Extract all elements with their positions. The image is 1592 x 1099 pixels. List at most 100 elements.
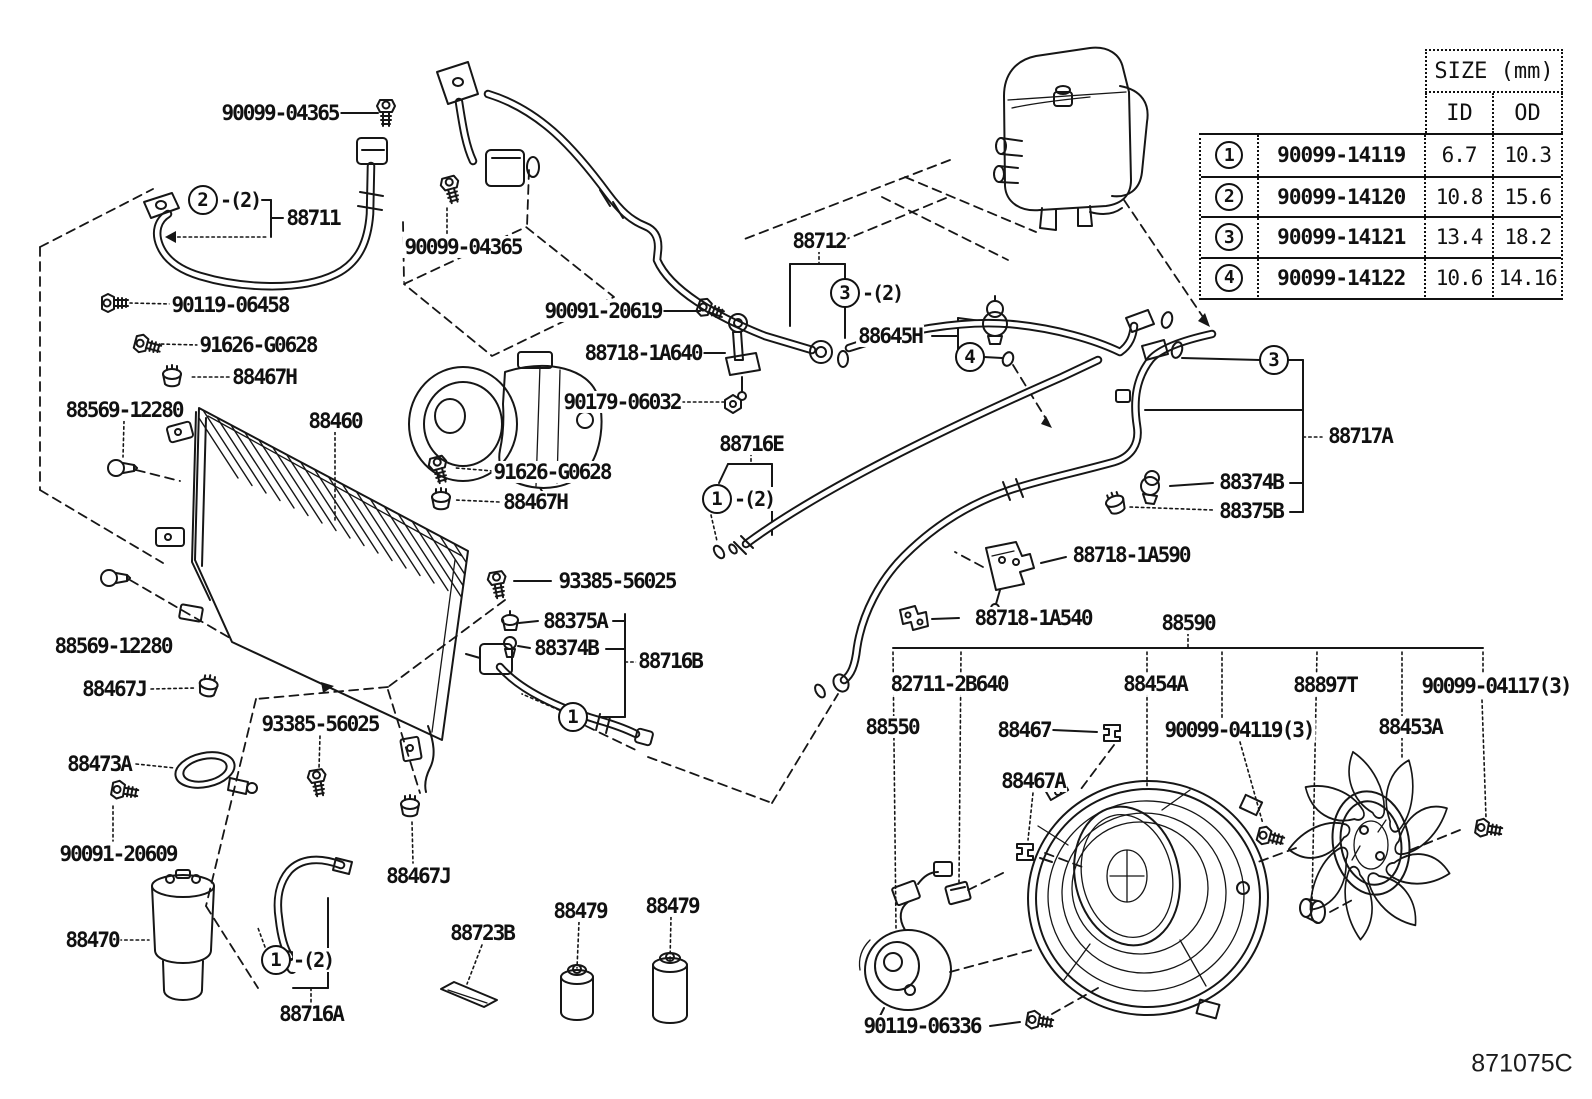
callout-quantity: -(2) (293, 948, 335, 972)
callout-circle: 3 (830, 278, 860, 308)
part-label: 88718-1A640 (582, 340, 704, 365)
row-callout: 3 (1201, 218, 1259, 257)
size-callout-3: 3-(2) (830, 278, 904, 308)
part-label: 88569-12280 (52, 633, 174, 658)
size-callout-4: 4 (955, 342, 985, 372)
part-label: 91626-G0628 (491, 459, 613, 484)
part-label: 88717A (1326, 423, 1394, 448)
suction-hose-drawing (436, 61, 849, 368)
row-part-number: 90099-14119 (1259, 135, 1426, 176)
part-label: 88645H (856, 323, 924, 348)
part-label: 88470 (63, 927, 121, 952)
fan-shroud-drawing (1027, 776, 1269, 1020)
callout-circle: 4 (955, 342, 985, 372)
part-label: 88479 (551, 898, 609, 923)
part-label: 88479 (643, 893, 701, 918)
part-label: 88467 (995, 717, 1053, 742)
row-od-value: 15.6 (1504, 184, 1552, 209)
size-table-col-od: OD (1494, 93, 1563, 133)
cap-drawings (560, 952, 688, 1024)
row-part-number: 90099-14122 (1259, 258, 1426, 297)
part-label: 90099-04119(3) (1162, 717, 1316, 742)
callout-circle: 1 (261, 945, 291, 975)
part-label: 88718-1A590 (1070, 542, 1192, 567)
part-label: 88375A (541, 608, 609, 633)
row-od-value: 14.16 (1498, 265, 1558, 290)
part-label: 90099-04117(3) (1419, 673, 1573, 698)
part-label: 88473A (65, 751, 133, 776)
part-label: 88716A (277, 1001, 345, 1026)
row-id-value: 6.7 (1426, 135, 1495, 176)
row-id-value: 10.6 (1426, 258, 1495, 297)
row-callout: 2 (1201, 177, 1259, 216)
part-label: 82711-2B640 (888, 671, 1010, 696)
fan-blade-drawing (1287, 750, 1454, 943)
part-label: 90119-06336 (861, 1013, 983, 1038)
part-label: 88467H (230, 364, 298, 389)
part-label: 88716E (717, 431, 785, 456)
part-label: 88467A (999, 768, 1067, 793)
part-label: 90179-06032 (561, 389, 683, 414)
row-id-value: 13.4 (1426, 218, 1495, 257)
part-label: 90099-04365 (402, 234, 524, 259)
size-callout-1: 1 (558, 702, 588, 732)
part-label: 88590 (1159, 610, 1217, 635)
size-table-title: SIZE (mm) (1425, 49, 1563, 93)
row-part-number: 90099-14120 (1259, 177, 1426, 216)
condenser-drawing (155, 407, 469, 793)
part-label: 88718-1A540 (972, 605, 1094, 630)
callout-circle: 2 (188, 185, 218, 215)
part-label: 90099-04365 (219, 100, 341, 125)
size-callout-3: 3 (1259, 345, 1289, 375)
callout-circle: 3 (1259, 345, 1289, 375)
part-label: 88374B (1217, 469, 1285, 494)
callout-circle: 1 (558, 702, 588, 732)
drawing-number: 871075C (1471, 1049, 1573, 1078)
callout-quantity: -(2) (734, 487, 776, 511)
part-label: 88716B (636, 648, 704, 673)
part-label: 88723B (448, 920, 516, 945)
size-callout-2: 2-(2) (188, 185, 262, 215)
size-callout-1: 1-(2) (261, 945, 335, 975)
part-label: 93385-56025 (259, 711, 381, 736)
part-label: 88467J (384, 863, 452, 888)
row-callout: 1 (1201, 135, 1259, 176)
part-label: 88375B (1217, 498, 1285, 523)
part-label: 90091-20619 (542, 298, 664, 323)
part-label: 88897T (1291, 672, 1359, 697)
pipe-88716E-drawing (712, 355, 1103, 560)
size-table-col-id: ID (1425, 93, 1494, 133)
row-id-value: 10.8 (1426, 177, 1495, 216)
row-part-number: 90099-14121 (1259, 218, 1426, 257)
fan-motor-drawing (858, 861, 953, 1019)
callout-quantity: -(2) (862, 281, 904, 305)
part-label: 93385-56025 (556, 568, 678, 593)
size-callout-1: 1-(2) (702, 484, 776, 514)
leader-lines (112, 112, 1487, 1027)
part-label: 88460 (306, 408, 364, 433)
part-label: 88374B (532, 635, 600, 660)
callout-circle: 1 (702, 484, 732, 514)
row-od-value: 10.3 (1504, 143, 1552, 168)
pipe-88717A-drawing (814, 329, 1217, 699)
part-label: 88712 (790, 228, 848, 253)
row-callout: 4 (1201, 258, 1259, 297)
part-label: 88454A (1121, 671, 1189, 696)
receiver-drier-drawing (151, 869, 215, 1001)
part-label: 88467J (80, 676, 148, 701)
part-label: 88569-12280 (63, 397, 185, 422)
part-label: 91626-G0628 (197, 332, 319, 357)
hose-88711 (143, 99, 396, 291)
pipe-88716A-drawing (273, 855, 353, 974)
part-label: 90091-20609 (57, 841, 179, 866)
part-label: 90119-06458 (169, 292, 291, 317)
row-od-value: 18.2 (1504, 225, 1552, 250)
